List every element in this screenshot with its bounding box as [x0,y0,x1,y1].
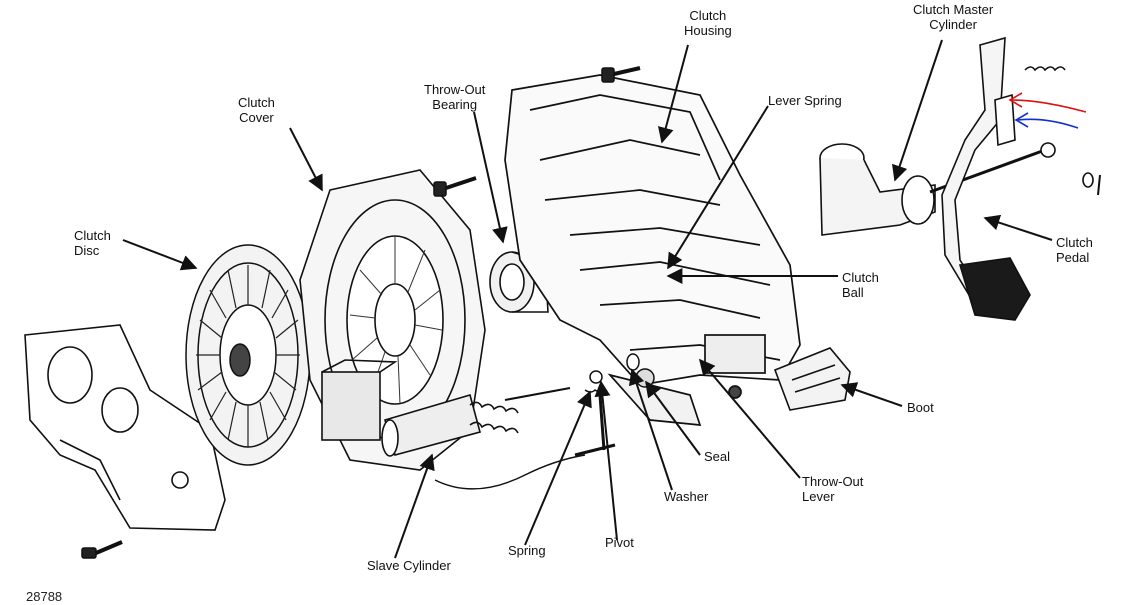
clutch-disc-part [185,244,311,466]
label-clutch-pedal-line2: Pedal [1056,250,1090,265]
label-throw-out-bearing-line2: Bearing [432,97,478,112]
label-clutch-housing-line2: Housing [684,23,732,38]
label-throw-out-lever-line1: Throw-Out [802,474,864,489]
leader-lines [122,39,1053,559]
label-seal: Seal [704,449,731,464]
label-clutch-disc-line1: Clutch [74,228,111,243]
gasket-plate [24,324,226,531]
label-clutch-housing: Clutch Housing [684,8,732,38]
label-throw-out-lever: Throw-Out Lever [802,474,863,504]
clutch-housing-part [504,74,801,426]
bolt-top-housing [601,66,641,83]
label-clutch-ball: Clutch Ball [842,270,879,300]
label-clutch-pedal-line1: Clutch [1056,235,1093,250]
annotation-red-arrow [1008,92,1087,113]
figure-number: 28788 [26,589,63,604]
label-spring: Spring [508,543,546,558]
label-throw-out-bearing-line1: Throw-Out [424,82,486,97]
bolt-bottom-left [81,540,123,559]
label-clutch-disc: Clutch Disc [74,228,111,258]
label-boot: Boot [907,400,934,415]
label-throw-out-bearing: Throw-Out Bearing [424,82,485,112]
label-clutch-master-cylinder-line1: Clutch Master [913,2,994,17]
clutch-cover-part [299,169,486,471]
label-clutch-cover-line2: Cover [239,110,274,125]
label-clutch-master-cylinder: Clutch Master Cylinder [913,2,993,32]
label-clutch-disc-line2: Disc [74,243,100,258]
label-clutch-cover-line1: Clutch [238,95,275,110]
boot-part [773,347,851,411]
label-slave-cylinder: Slave Cylinder [367,558,451,573]
annotation-blue-arrow [1014,112,1079,129]
label-pivot: Pivot [605,535,634,550]
label-lever-spring: Lever Spring [768,93,842,108]
label-clutch-master-cylinder-line2: Cylinder [929,17,977,32]
label-washer: Washer [664,489,709,504]
clutch-pedal-part [941,36,1101,321]
label-clutch-pedal: Clutch Pedal [1056,235,1093,265]
label-clutch-housing-line1: Clutch [689,8,727,23]
clutch-master-cylinder-part [819,142,1056,236]
bolt-upper-middle [433,176,477,197]
label-clutch-ball-line1: Clutch [842,270,879,285]
label-clutch-cover: Clutch Cover [238,95,275,125]
label-throw-out-lever-line2: Lever [802,489,835,504]
label-clutch-ball-line2: Ball [842,285,864,300]
